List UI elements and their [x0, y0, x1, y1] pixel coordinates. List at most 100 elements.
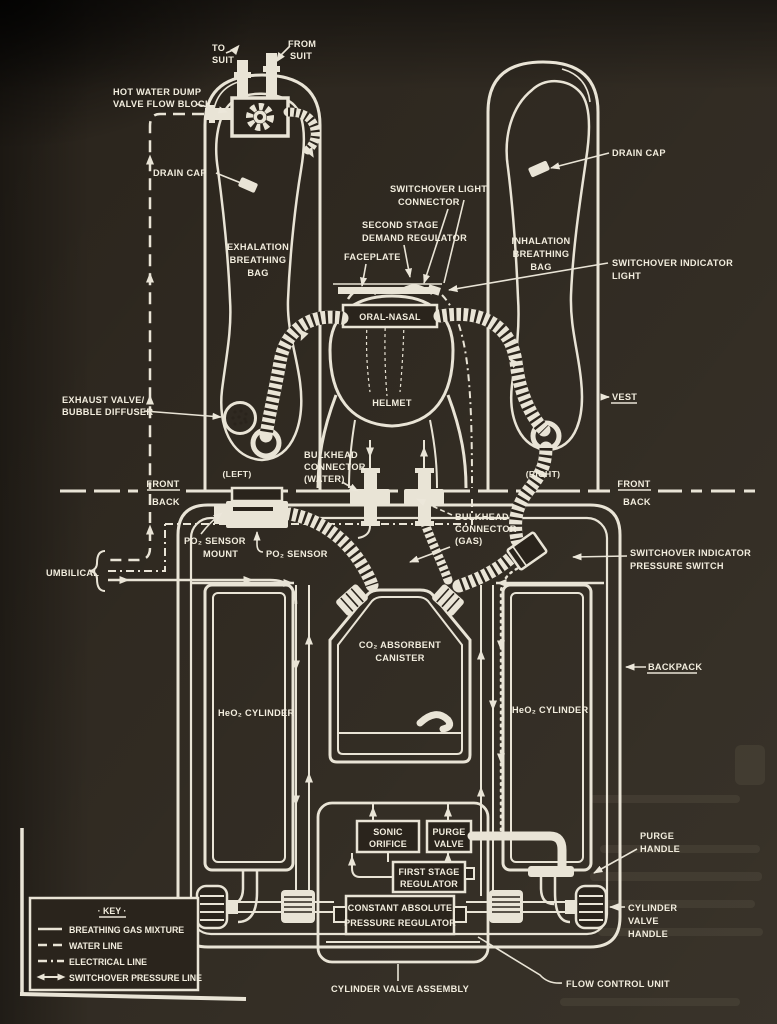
label-inhalation-bag-3: BAG	[530, 262, 551, 272]
label-front-right: FRONT	[617, 479, 650, 489]
label-po2-sensor-mount-2: MOUNT	[203, 549, 238, 559]
label-exhalation-bag-1: EXHALATION	[227, 242, 289, 252]
label-bulkhead-gas-3: (GAS)	[455, 536, 483, 546]
gas-flow-lines	[192, 581, 604, 896]
bulkhead-connector-gas-fitting	[404, 440, 444, 526]
label-cylinder-valve-handle-2: VALVE	[628, 916, 659, 926]
label-cylinder-valve-handle-1: CYLINDER	[628, 903, 677, 913]
key-title: · KEY ·	[98, 906, 127, 916]
label-switchover-light-connector-2: CONNECTOR	[398, 197, 460, 207]
label-exhalation-bag-2: BREATHING	[230, 255, 287, 265]
cap-regulator-box: CONSTANT ABSOLUTE PRESSURE REGULATOR	[333, 894, 467, 936]
label-heo2-cylinder-right: HeO₂ CYLINDER	[512, 705, 588, 715]
label-cylinder-valve-handle-3: HANDLE	[628, 929, 668, 939]
label-exhalation-bag-3: BAG	[247, 268, 268, 278]
label-second-stage-1: SECOND STAGE	[362, 220, 438, 230]
label-drain-cap-right: DRAIN CAP	[612, 148, 666, 158]
label-to-suit-2: SUIT	[212, 55, 234, 65]
canister-inlet-fitting-left	[336, 584, 368, 616]
purge-valve-label-2: VALVE	[434, 839, 464, 849]
label-cylinder-valve-assembly: CYLINDER VALVE ASSEMBLY	[331, 984, 469, 994]
label-purge-handle-1: PURGE	[640, 831, 674, 841]
label-switchover-light-connector-1: SWITCHOVER LIGHT	[390, 184, 487, 194]
exhaust-valve-bubble-diffuser	[223, 401, 257, 435]
cylinder-valve-assembly-enclosure	[316, 801, 490, 964]
label-bulkhead-gas-1: BULKHEAD	[455, 512, 509, 522]
drain-cap-fitting-right	[528, 161, 550, 177]
oral-nasal-box: ORAL-NASAL	[341, 303, 439, 329]
key-sample-arrow	[36, 973, 66, 981]
sonic-orifice-label-1: SONIC	[373, 827, 403, 837]
label-vest: VEST	[612, 392, 637, 402]
label-second-stage-2: DEMAND REGULATOR	[362, 233, 467, 243]
label-flow-control-unit: FLOW CONTROL UNIT	[566, 979, 670, 989]
label-to-suit-1: TO	[212, 43, 225, 53]
label-hot-water-dump-1: HOT WATER DUMP	[113, 87, 201, 97]
cap-regulator-label-1: CONSTANT ABSOLUTE	[348, 903, 452, 913]
flow-control-unit-right	[489, 890, 523, 923]
helmet-outline	[328, 294, 455, 428]
drain-cap-fitting-left	[238, 177, 258, 193]
label-bulkhead-water-2: CONNECTOR	[304, 462, 366, 472]
label-bulkhead-gas-2: CONNECTOR	[455, 524, 517, 534]
purge-pipe	[467, 831, 574, 877]
label-umbilical: UMBILICAL	[46, 568, 99, 578]
label-bulkhead-water-1: BULKHEAD	[304, 450, 358, 460]
label-backpack: BACKPACK	[648, 662, 702, 672]
label-hot-water-dump-2: VALVE FLOW BLOCK	[113, 99, 212, 109]
label-drain-cap-left: DRAIN CAP	[153, 168, 207, 178]
label-inhalation-bag-2: BREATHING	[513, 249, 570, 259]
front-back-left: FRONT BACK	[146, 479, 180, 507]
co2-canister	[328, 584, 472, 764]
figure-frame-corner	[19, 828, 247, 1001]
key-label-switchover-line: SWITCHOVER PRESSURE LINE	[69, 973, 202, 983]
page-bleedthrough-smudges	[560, 745, 765, 1006]
label-back-left: BACK	[152, 497, 180, 507]
label-switchover-indicator-light-1: SWITCHOVER INDICATOR	[612, 258, 733, 268]
bottom-piping	[195, 870, 608, 930]
switchover-pressure-line	[499, 564, 525, 832]
label-back-right: BACK	[623, 497, 651, 507]
label-switchover-pressure-switch-1: SWITCHOVER INDICATOR	[630, 548, 751, 558]
callouts: TO SUIT FROM SUIT HOT WATER DUMP VALVE F…	[46, 39, 751, 994]
sonic-orifice-box: SONIC ORIFICE	[355, 819, 421, 854]
label-front-left: FRONT	[146, 479, 179, 489]
label-right: (RIGHT)	[526, 469, 561, 479]
first-stage-box: FIRST STAGE REGULATOR	[351, 803, 475, 894]
label-helmet: HELMET	[372, 398, 412, 408]
label-switchover-indicator-light-2: LIGHT	[612, 271, 641, 281]
hot-water-dump-valve-block	[205, 53, 320, 155]
purge-valve-box: PURGE VALVE	[425, 819, 473, 854]
canister-inlet-fitting-right	[432, 584, 464, 616]
label-from-suit-2: SUIT	[290, 51, 312, 61]
faceplate-bar	[338, 287, 436, 294]
first-stage-label-1: FIRST STAGE	[398, 867, 459, 877]
label-from-suit-1: FROM	[288, 39, 316, 49]
flow-arrows	[119, 44, 520, 866]
key-label-electrical-line: ELECTRICAL LINE	[69, 957, 147, 967]
cap-regulator-label-2: PRESSURE REGULATOR	[344, 918, 456, 928]
label-exhaust-valve-2: BUBBLE DIFFUSER	[62, 407, 153, 417]
purge-valve-label-1: PURGE	[432, 827, 465, 837]
switchover-electrical-line	[441, 294, 473, 489]
cylinder-valve-handle-knob-left	[195, 884, 238, 930]
label-inhalation-bag-1: INHALATION	[512, 236, 571, 246]
flow-control-unit-left	[281, 890, 315, 923]
umbilical-brace	[87, 550, 106, 592]
label-heo2-cylinder-left: HeO₂ CYLINDER	[218, 708, 294, 718]
hot-water-line	[110, 112, 204, 562]
po2-sensor-mount-block	[214, 486, 288, 528]
label-switchover-pressure-switch-2: PRESSURE SWITCH	[630, 561, 724, 571]
front-back-right: FRONT BACK	[617, 479, 651, 507]
label-co2-canister-2: CANISTER	[375, 653, 424, 663]
sonic-orifice-label-2: ORIFICE	[369, 839, 407, 849]
purge-handle	[528, 866, 574, 877]
label-co2-canister-1: CO₂ ABSORBENT	[359, 640, 441, 650]
canister-drain-elbow	[416, 711, 454, 733]
key-label-breathing-gas: BREATHING GAS MIXTURE	[69, 925, 184, 935]
label-left: (LEFT)	[222, 469, 251, 479]
label-po2-sensor-mount-1: PO₂ SENSOR	[184, 536, 246, 546]
oral-nasal-label: ORAL-NASAL	[359, 312, 421, 322]
